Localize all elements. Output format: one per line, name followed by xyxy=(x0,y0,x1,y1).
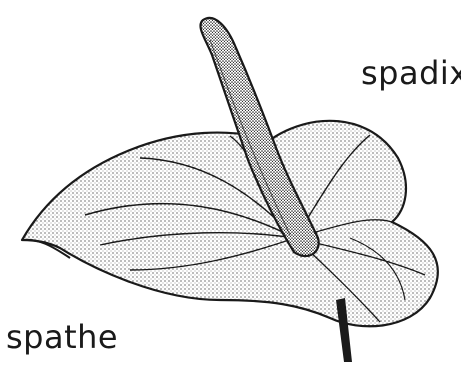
spathe-label: spathe xyxy=(6,321,118,353)
spadix-label: spadix xyxy=(361,57,461,89)
spathe-shape xyxy=(22,121,438,326)
